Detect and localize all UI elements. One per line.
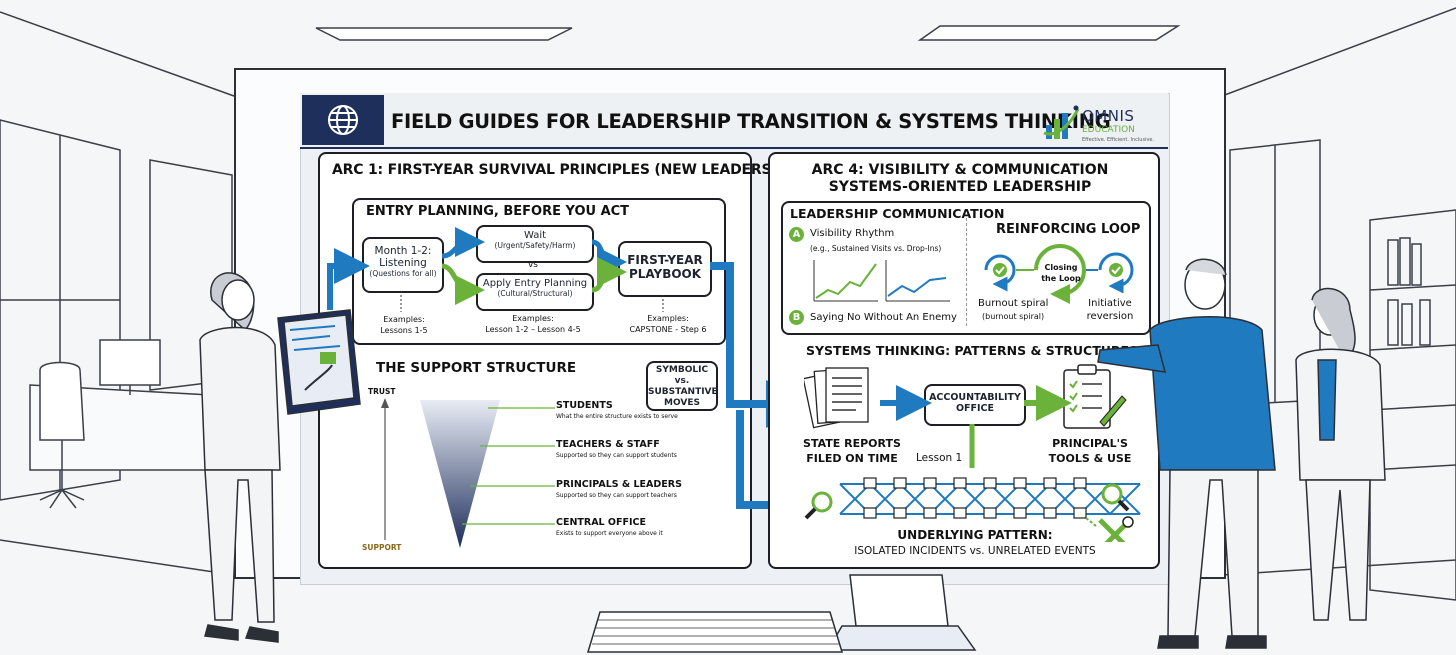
support-structure-title: THE SUPPORT STRUCTURE <box>376 360 577 376</box>
symbolic-line3: MOVES <box>664 398 700 408</box>
month-sub: Listening <box>379 257 427 269</box>
underlying-pattern-sub: ISOLATED INCIDENTS vs. UNRELATED EVENTS <box>854 545 1096 557</box>
logo-name: OMNIS <box>1082 107 1135 125</box>
level-students-desc: What the entire structure exists to serv… <box>556 413 678 420</box>
lesson-1-label: Lesson 1 <box>916 452 963 464</box>
support-axis-label: SUPPORT <box>362 543 402 552</box>
saying-no-title: Saying No Without An Enemy <box>810 312 957 323</box>
first-year-playbook-box: FIRST-YEAR PLAYBOOK <box>618 241 712 297</box>
wait-title: Wait <box>523 230 547 241</box>
trust-axis-label: TRUST <box>368 387 396 396</box>
entry-planning-title: ENTRY PLANNING, BEFORE YOU ACT <box>366 204 630 219</box>
apply-sub: (Cultural/Structural) <box>497 289 573 298</box>
principal-tools-line2: TOOLS & USE <box>1048 452 1132 465</box>
level-principals: PRINCIPALS & LEADERS <box>556 479 682 490</box>
closing-loop-line2: the Loop <box>1041 274 1081 283</box>
examples-3-value: CAPSTONE - Step 6 <box>629 325 707 334</box>
month-listening-box: Month 1-2: Listening (Questions for all) <box>362 237 444 293</box>
examples-2-label: Examples: <box>512 314 554 323</box>
burnout-spiral-title: Burnout spiral <box>978 298 1049 309</box>
apply-to-playbook-arrow <box>591 257 627 293</box>
office-line2: OFFICE <box>955 403 995 414</box>
principal-tools-icon <box>1063 364 1127 429</box>
board-title: FIELD GUIDES FOR LEADERSHIP TRANSITION &… <box>391 110 1111 133</box>
playbook-to-reports-arrow <box>710 262 814 428</box>
playbook-line2: PLAYBOOK <box>628 267 702 281</box>
reinforcing-loop-diagram <box>984 244 1134 304</box>
tools-wrench-icon <box>1098 516 1134 542</box>
state-reports-icon <box>804 367 869 429</box>
badge-a-letter: A <box>792 229 801 240</box>
badge-a: A <box>789 227 804 242</box>
level-teachers: TEACHERS & STAFF <box>556 439 660 450</box>
badge-b-letter: B <box>792 312 801 323</box>
state-reports-line1: STATE REPORTS <box>803 437 901 450</box>
omnis-logo-icon <box>1043 105 1080 139</box>
visibility-rhythm-sub: (e.g., Sustained Visits vs. Drop-Ins) <box>810 244 942 253</box>
apply-entry-box: Apply Entry Planning (Cultural/Structura… <box>476 273 594 311</box>
magnifier-left-icon <box>804 491 833 520</box>
level-teachers-desc: Supported so they can support students <box>556 452 677 459</box>
initiative-line1: Initiative <box>1088 298 1132 309</box>
entry-arrow <box>327 248 370 310</box>
logo-education: EDUCATION <box>1082 125 1135 135</box>
support-pyramid <box>381 398 555 548</box>
symbolic-line1: SYMBOLIC vs. <box>655 365 709 386</box>
examples-1-label: Examples: <box>383 315 425 324</box>
burnout-spiral-sub: (burnout spiral) <box>982 312 1045 321</box>
state-reports-line2: FILED ON TIME <box>806 452 898 465</box>
closing-loop-line1: Closing <box>1044 263 1078 272</box>
visibility-rhythm-title: Visibility Rhythm <box>810 228 895 239</box>
wait-box: Wait (Urgent/Safety/Harm) <box>476 225 594 263</box>
examples-1-value: Lessons 1-5 <box>380 326 428 335</box>
wait-sub: (Urgent/Safety/Harm) <box>494 241 576 250</box>
header-bar <box>300 93 1168 149</box>
vs-label: vs <box>527 260 538 270</box>
examples-2-value: Lesson 1-2 – Lesson 4-5 <box>485 325 581 334</box>
systems-thinking-title: SYSTEMS THINKING: PATTERNS & STRUCTURES <box>806 343 1139 358</box>
underlying-pattern-title: UNDERLYING PATTERN: <box>897 528 1053 542</box>
magnifier-right-icon <box>1101 483 1130 512</box>
level-central-office: CENTRAL OFFICE <box>556 517 646 528</box>
arc4-title-line1: ARC 4: VISIBILITY & COMMUNICATION <box>811 162 1109 178</box>
initiative-line2: reversion <box>1086 311 1134 322</box>
office-line1: ACCOUNTABILITY <box>929 392 1021 403</box>
principal-tools-line1: PRINCIPAL'S <box>1052 437 1128 450</box>
accountability-office-box: ACCOUNTABILITY OFFICE <box>924 384 1026 426</box>
pattern-network <box>804 477 1141 542</box>
month-title: Month 1-2: <box>374 245 432 257</box>
symbolic-moves-box: SYMBOLIC vs. SUBSTANTIVE MOVES <box>646 361 718 411</box>
level-students: STUDENTS <box>556 400 613 411</box>
logo-tagline: Effective. Efficient. Inclusive. <box>1082 137 1155 143</box>
month-to-apply-arrow <box>441 263 485 305</box>
level-central-office-desc: Exists to support everyone above it <box>556 530 663 537</box>
level-principals-desc: Supported so they can support teachers <box>556 492 677 499</box>
arc1-title: ARC 1: FIRST-YEAR SURVIVAL PRINCIPLES (N… <box>332 162 778 178</box>
globe-icon <box>328 105 358 135</box>
arc4-title-line2: SYSTEMS-ORIENTED LEADERSHIP <box>828 179 1092 195</box>
rhythm-charts <box>813 260 950 302</box>
apply-title: Apply Entry Planning <box>482 278 588 289</box>
comm-divider <box>966 218 967 326</box>
leadership-communication-title: LEADERSHIP COMMUNICATION <box>790 206 1005 221</box>
symbolic-line2: SUBSTANTIVE <box>648 387 718 397</box>
examples-3-label: Examples: <box>647 314 689 323</box>
reinforcing-loop-title: REINFORCING LOOP <box>996 222 1141 237</box>
systems-network <box>880 385 1072 468</box>
playbook-line1: FIRST-YEAR <box>627 253 703 267</box>
badge-b: B <box>789 310 804 325</box>
month-note: (Questions for all) <box>369 269 437 278</box>
month-to-wait-arrow <box>441 227 485 259</box>
